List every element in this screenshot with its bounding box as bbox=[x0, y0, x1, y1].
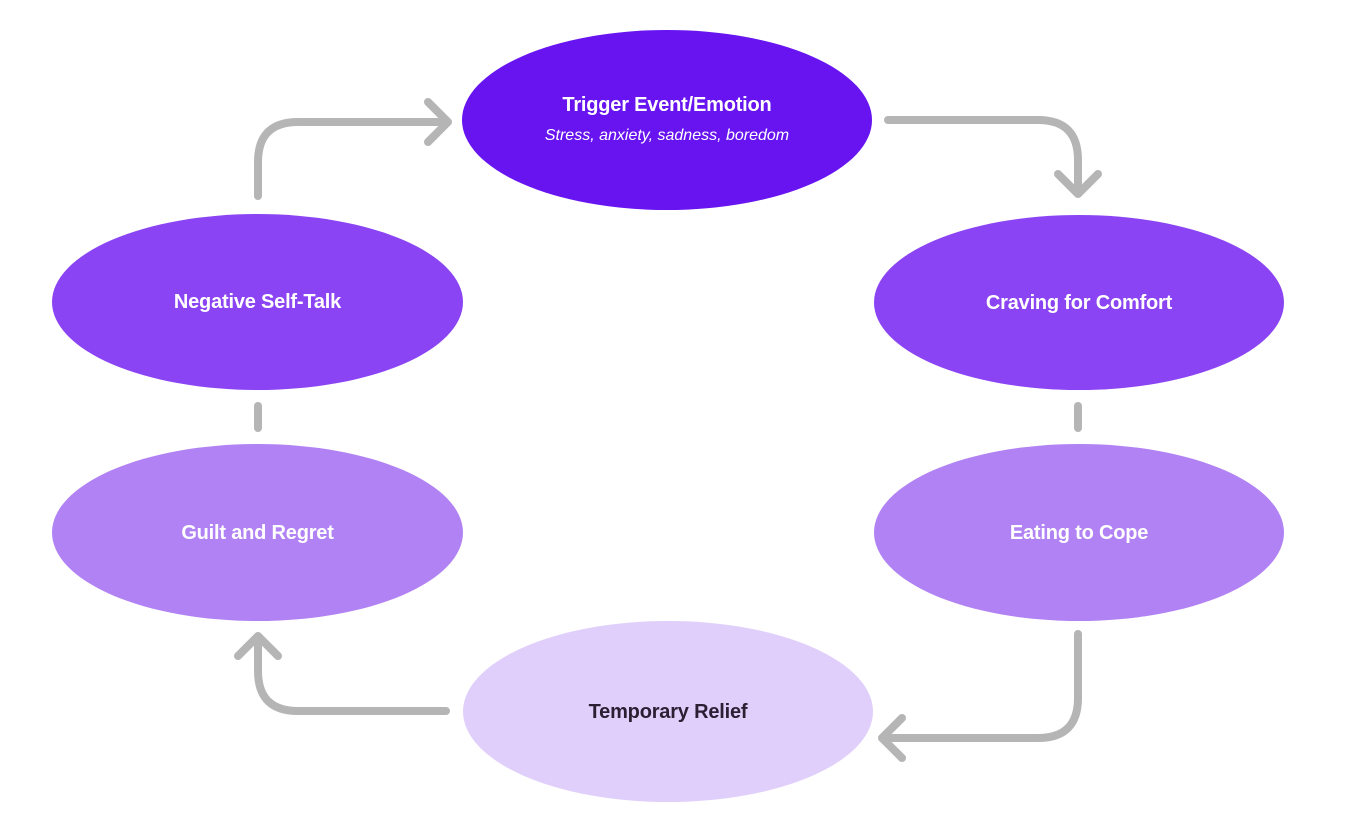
node-trigger-title: Trigger Event/Emotion bbox=[562, 94, 772, 116]
node-craving-for-comfort: Craving for Comfort bbox=[874, 215, 1284, 390]
node-trigger-subtitle: Stress, anxiety, sadness, boredom bbox=[544, 127, 790, 144]
node-negative-title: Negative Self-Talk bbox=[173, 291, 342, 313]
node-negative-self-talk: Negative Self-Talk bbox=[52, 214, 463, 390]
node-guilt-and-regret: Guilt and Regret bbox=[52, 444, 463, 621]
arrow-trigger-to-craving bbox=[884, 116, 1102, 198]
node-eating-to-cope: Eating to Cope bbox=[874, 444, 1284, 621]
node-eating-title: Eating to Cope bbox=[1009, 521, 1149, 544]
node-trigger-event: Trigger Event/Emotion Stress, anxiety, s… bbox=[462, 30, 872, 210]
node-relief-title: Temporary Relief bbox=[588, 700, 748, 723]
node-temporary-relief: Temporary Relief bbox=[463, 621, 873, 802]
arrow-relief-to-guilt bbox=[234, 632, 450, 715]
node-guilt-title: Guilt and Regret bbox=[181, 521, 334, 544]
arrow-eating-to-relief bbox=[878, 630, 1082, 762]
arrow-negative-to-trigger bbox=[254, 98, 452, 200]
node-craving-title: Craving for Comfort bbox=[985, 291, 1173, 314]
